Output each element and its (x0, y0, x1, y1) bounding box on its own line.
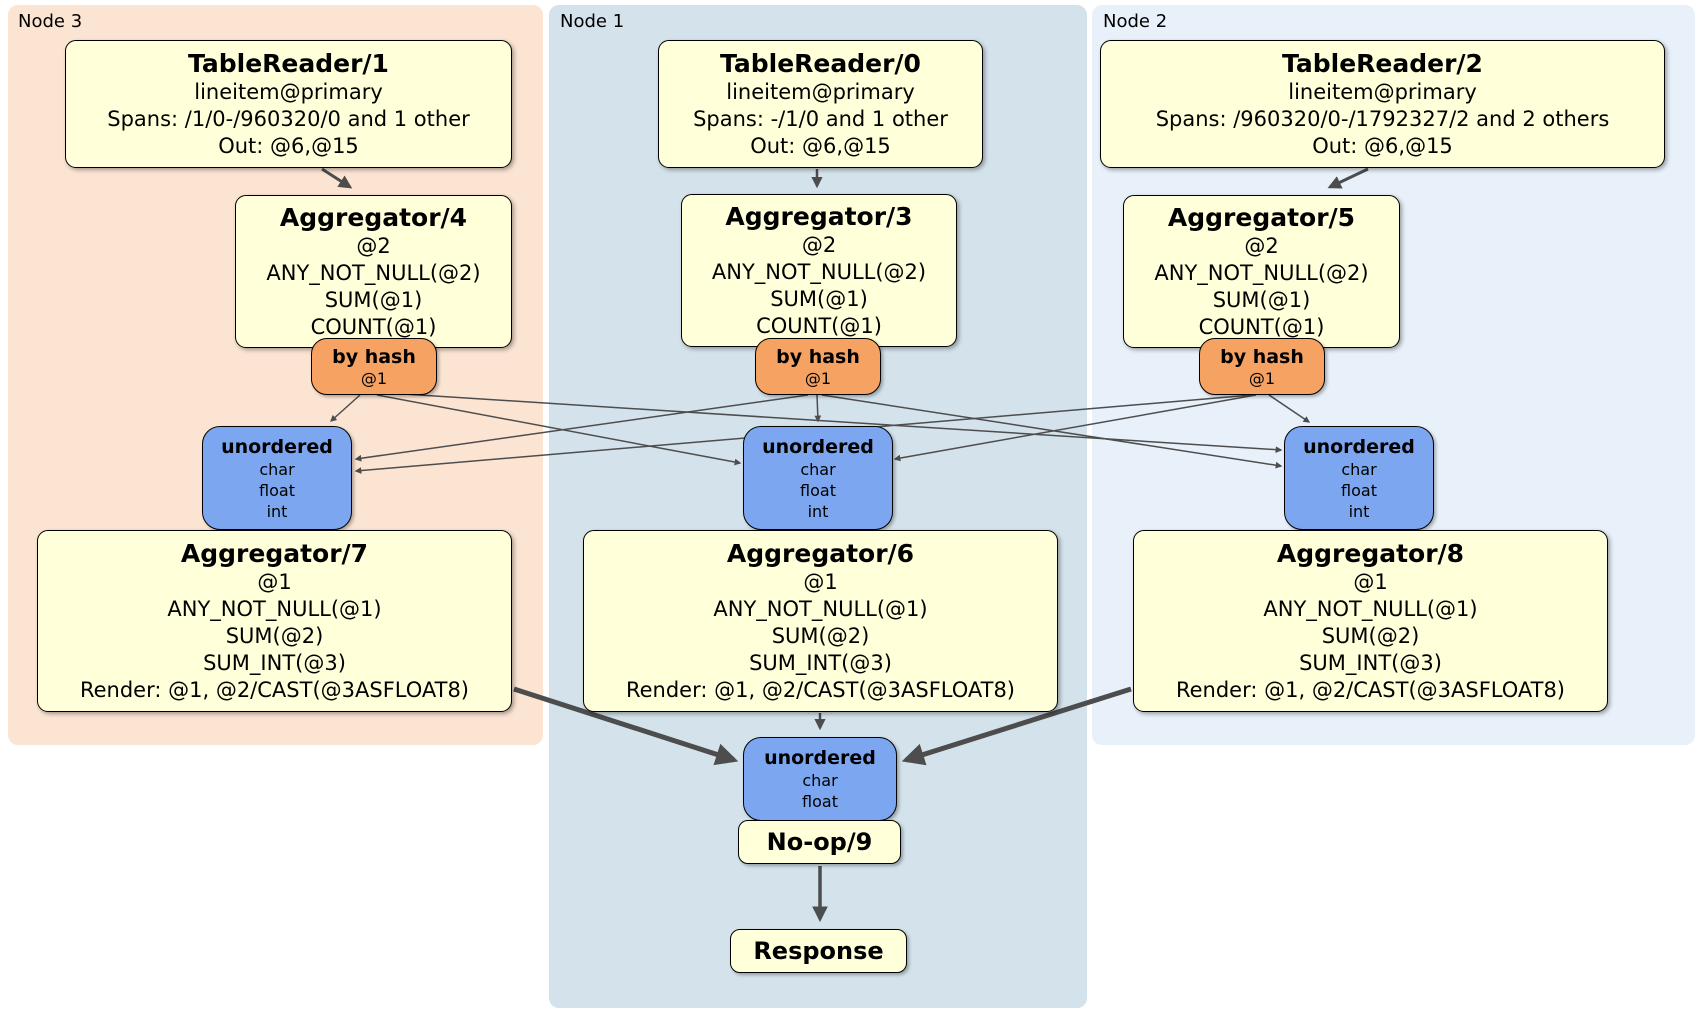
box-line: Out: @6,@15 (1312, 133, 1453, 158)
box-line: ANY_NOT_NULL(@2) (1154, 260, 1369, 285)
noop-box: No-op/9 (738, 820, 901, 864)
box-line: Render: @1, @2/CAST(@3ASFLOAT8) (1175, 677, 1566, 702)
box-title: Aggregator/7 (180, 538, 369, 568)
box-line: Spans: -/1/0 and 1 other (693, 106, 948, 131)
box-line: Render: @1, @2/CAST(@3ASFLOAT8) (79, 677, 470, 702)
sync-item: char (259, 459, 295, 479)
box-line: Render: @1, @2/CAST(@3ASFLOAT8) (625, 677, 1016, 702)
box-line: @1 (1353, 569, 1388, 594)
router-detail: @1 (1248, 368, 1276, 388)
box-line: @1 (257, 569, 292, 594)
unordered-sync-node2: unordered char float int (1284, 426, 1434, 530)
sync-item: float (800, 480, 836, 500)
router-title: by hash (776, 345, 860, 368)
box-line: ANY_NOT_NULL(@1) (167, 596, 382, 621)
box-line: lineitem@primary (194, 79, 383, 104)
aggregator6-box: Aggregator/6 @1 ANY_NOT_NULL(@1) SUM(@2)… (583, 530, 1058, 712)
sync-item: char (802, 771, 838, 790)
box-line: ANY_NOT_NULL(@1) (713, 596, 928, 621)
box-line: ANY_NOT_NULL(@2) (711, 259, 927, 284)
aggregator4-box: Aggregator/4 @2 ANY_NOT_NULL(@2) SUM(@1)… (235, 195, 512, 348)
router-detail: @1 (360, 368, 388, 388)
box-line: SUM(@1) (1212, 287, 1311, 312)
aggregator3-box: Aggregator/3 @2 ANY_NOT_NULL(@2) SUM(@1)… (681, 194, 957, 347)
sync-title: unordered (764, 747, 876, 769)
box-title: Aggregator/8 (1276, 538, 1465, 568)
node2-label: Node 2 (1103, 11, 1168, 32)
box-title: TableReader/1 (188, 48, 389, 78)
sync-item: float (259, 480, 295, 500)
aggregator7-box: Aggregator/7 @1 ANY_NOT_NULL(@1) SUM(@2)… (37, 530, 512, 712)
box-line: @1 (803, 569, 838, 594)
by-hash-router-node1: by hash @1 (755, 338, 881, 395)
sync-title: unordered (1303, 435, 1415, 458)
sync-item: float (1341, 480, 1377, 500)
box-line: SUM(@2) (1321, 623, 1420, 648)
box-title: TableReader/0 (720, 48, 921, 78)
box-title: Aggregator/6 (726, 538, 915, 568)
box-line: lineitem@primary (1288, 79, 1477, 104)
box-line: @2 (801, 232, 837, 257)
router-detail: @1 (804, 368, 832, 388)
tablereader1-box: TableReader/1 lineitem@primary Spans: /1… (65, 40, 512, 168)
box-line: COUNT(@1) (1198, 314, 1325, 339)
box-title: TableReader/2 (1282, 48, 1483, 78)
box-line: SUM_INT(@3) (749, 650, 892, 675)
box-line: Out: @6,@15 (750, 133, 891, 158)
box-line: COUNT(@1) (756, 313, 882, 338)
sync-title: unordered (221, 435, 333, 458)
box-line: SUM_INT(@3) (1299, 650, 1442, 675)
unordered-sync-node1: unordered char float int (743, 426, 893, 530)
tablereader2-box: TableReader/2 lineitem@primary Spans: /9… (1100, 40, 1665, 168)
box-title: Aggregator/5 (1167, 202, 1356, 232)
tablereader0-box: TableReader/0 lineitem@primary Spans: -/… (658, 40, 983, 168)
sync-item: int (266, 501, 288, 521)
box-line: ANY_NOT_NULL(@1) (1263, 596, 1478, 621)
box-title: Aggregator/4 (279, 202, 468, 232)
sync-item: char (1341, 459, 1377, 479)
node3-label: Node 3 (18, 11, 83, 32)
aggregator8-box: Aggregator/8 @1 ANY_NOT_NULL(@1) SUM(@2)… (1133, 530, 1608, 712)
sync-item: char (800, 459, 836, 479)
box-line: SUM(@2) (771, 623, 870, 648)
router-title: by hash (332, 345, 416, 368)
sync-item: int (807, 501, 829, 521)
sync-item: float (802, 792, 838, 811)
box-line: SUM(@2) (225, 623, 324, 648)
aggregator5-box: Aggregator/5 @2 ANY_NOT_NULL(@2) SUM(@1)… (1123, 195, 1400, 348)
box-line: @2 (356, 233, 391, 258)
box-line: SUM_INT(@3) (203, 650, 346, 675)
box-line: @2 (1244, 233, 1279, 258)
node1-label: Node 1 (560, 11, 625, 32)
by-hash-router-node2: by hash @1 (1199, 338, 1325, 395)
sync-item: int (1348, 501, 1370, 521)
box-line: SUM(@1) (324, 287, 423, 312)
box-title: Aggregator/3 (725, 201, 913, 231)
unordered-sync-node3: unordered char float int (202, 426, 352, 530)
router-title: by hash (1220, 345, 1304, 368)
response-box: Response (730, 929, 907, 973)
box-line: ANY_NOT_NULL(@2) (266, 260, 481, 285)
box-line: SUM(@1) (770, 286, 868, 311)
sync-title: unordered (762, 435, 874, 458)
by-hash-router-node3: by hash @1 (311, 338, 437, 395)
box-line: Spans: /1/0-/960320/0 and 1 other (107, 106, 470, 131)
final-unordered-sync: unordered char float (743, 737, 897, 821)
box-line: Spans: /960320/0-/1792327/2 and 2 others (1155, 106, 1610, 131)
box-line: Out: @6,@15 (218, 133, 359, 158)
box-line: COUNT(@1) (310, 314, 437, 339)
box-line: lineitem@primary (726, 79, 915, 104)
